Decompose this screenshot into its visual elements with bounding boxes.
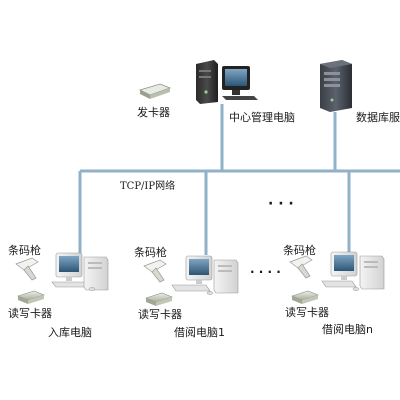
desktop-pc-icon: [171, 255, 239, 295]
station-2: [143, 255, 239, 306]
desktop-pc-icon: [321, 251, 385, 291]
station-1: [15, 252, 109, 304]
station-1-name: 入库电脑: [48, 326, 92, 339]
desktop-pc-icon: [51, 252, 109, 291]
station-n-reader-label: 读写卡器: [285, 305, 329, 319]
db-server-icon: [320, 60, 352, 112]
barcode-scanner-icon: [143, 259, 167, 283]
barcode-scanner-icon: [15, 257, 39, 281]
card-reader-icon: [145, 292, 173, 306]
card-reader-icon: [17, 290, 45, 304]
station-2-reader-label: 读写卡器: [138, 307, 182, 321]
station-n-scanner-label: 条码枪: [283, 243, 316, 257]
center-pc-label: 中心管理电脑: [229, 110, 295, 124]
card-issuer-icon: [138, 83, 172, 99]
card-issuer-label: 发卡器: [137, 105, 170, 119]
station-2-scanner-label: 条码枪: [134, 245, 167, 259]
network-label: TCP/IP网络: [120, 179, 175, 192]
card-reader-icon: [291, 290, 319, 304]
station-n: [289, 251, 385, 304]
station-n-name: 借阅电脑n: [322, 323, 373, 336]
network-lines: [78, 104, 400, 265]
station-1-reader-label: 读写卡器: [8, 306, 52, 320]
barcode-scanner-icon: [289, 255, 313, 279]
network-ellipsis: · · ·: [268, 196, 294, 212]
db-server-label: 数据库服: [356, 110, 400, 124]
station-2-name: 借阅电脑1: [174, 326, 225, 339]
stations-ellipsis: · · · ·: [250, 265, 281, 279]
station-1-scanner-label: 条码枪: [8, 243, 41, 257]
center-pc-icon: [196, 60, 258, 104]
